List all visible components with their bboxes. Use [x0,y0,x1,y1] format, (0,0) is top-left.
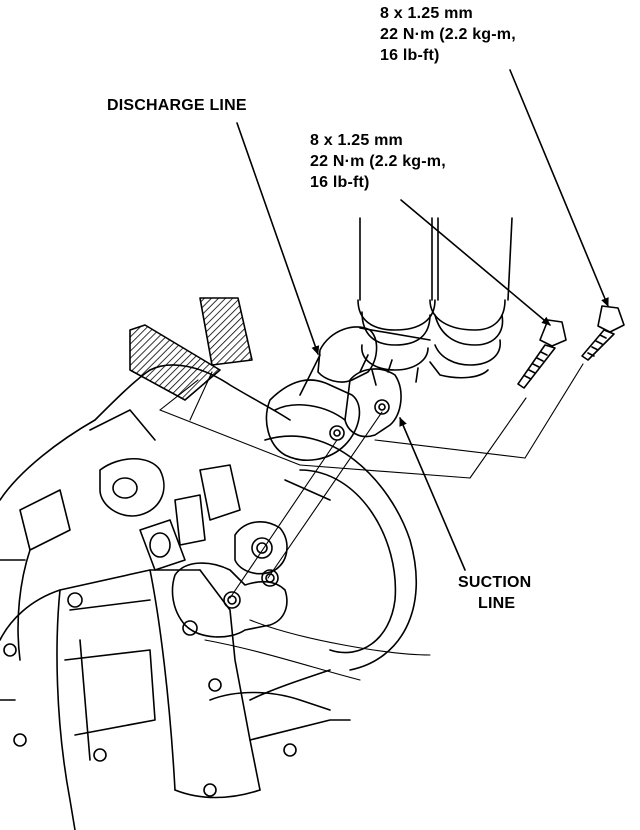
bolt-size-text: 8 x 1.25 mm [310,132,403,149]
compressor-port-flange [171,521,288,638]
suction-line-label-line1: SUCTION [458,574,532,591]
discharge-line-label: DISCHARGE LINE [107,97,247,114]
bolt-right [581,305,625,361]
suction-line-fitting [344,354,402,438]
suction-line-label-line2: LINE [478,595,516,612]
alignment-lines [159,363,584,681]
suction-line-label: SUCTION LINE [458,572,531,614]
compressor-body [0,364,418,830]
bolt-size-text: 8 x 1.25 mm [380,5,473,22]
cutoff-section-right [199,297,253,366]
discharge-line-fitting [265,326,378,461]
cutoff-section-left [129,324,221,401]
leader-arrows [236,69,609,571]
torque-lbft-text: 16 lb-ft) [380,47,440,64]
refrigerant-hoses [357,217,513,386]
bolt-left [517,319,567,389]
torque-nm-text: 22 N·m (2.2 kg-m, [310,153,446,170]
torque-spec-right-bolt: 8 x 1.25 mm 22 N·m (2.2 kg-m, 16 lb-ft) [380,3,516,66]
torque-spec-left-bolt: 8 x 1.25 mm 22 N·m (2.2 kg-m, 16 lb-ft) [310,130,446,193]
torque-lbft-text: 16 lb-ft) [310,174,370,191]
torque-nm-text: 22 N·m (2.2 kg-m, [380,26,516,43]
